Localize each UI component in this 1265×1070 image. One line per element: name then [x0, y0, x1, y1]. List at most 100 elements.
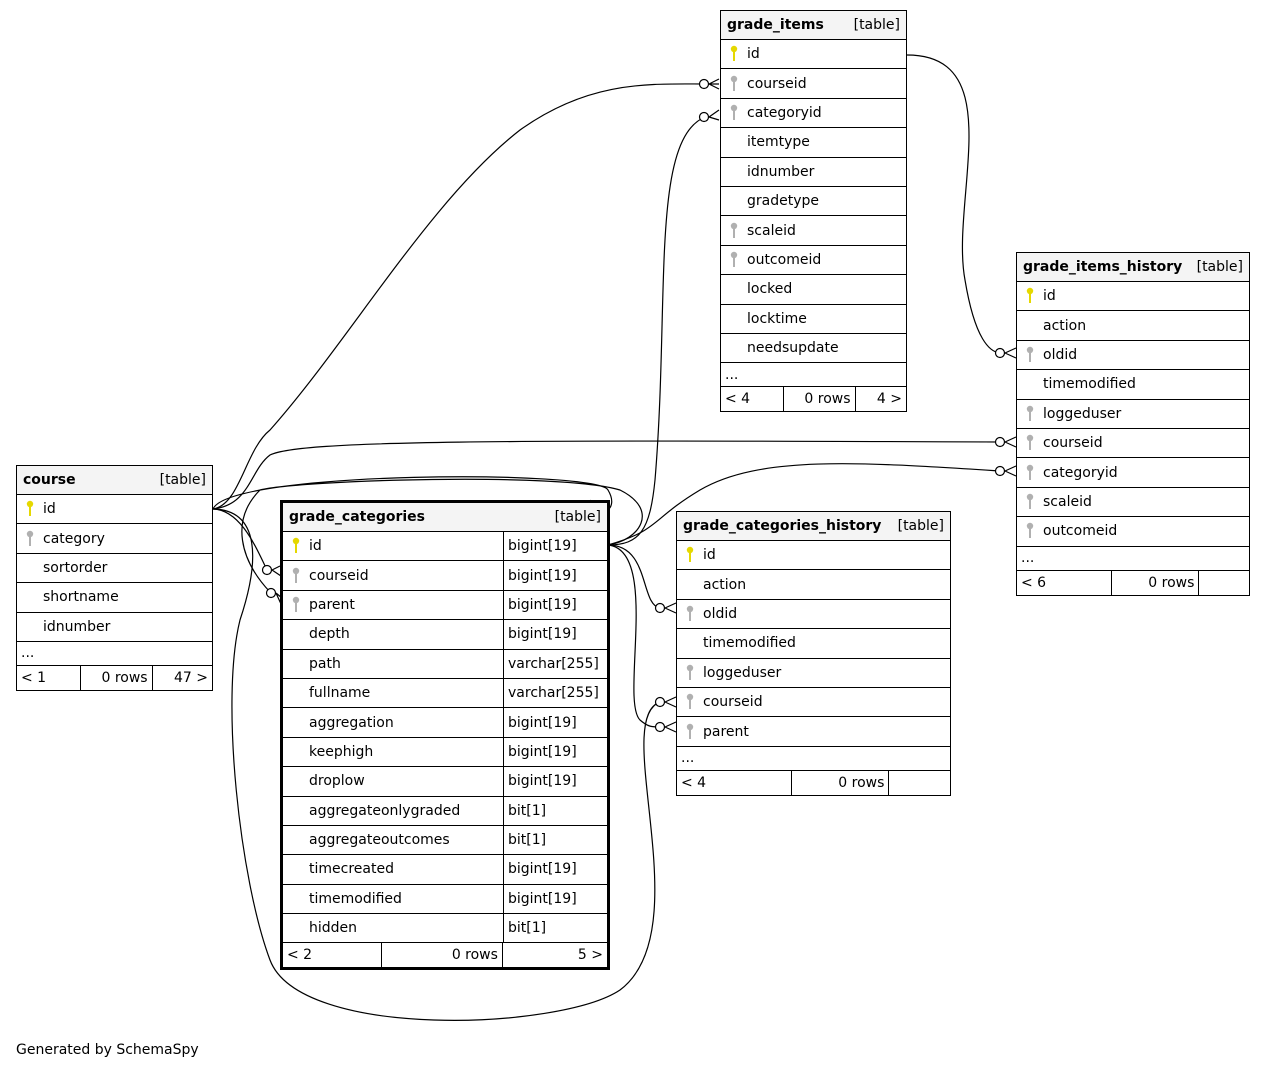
foreign-key-icon — [1026, 405, 1034, 421]
table-header[interactable]: grade_items_history [table] — [1017, 253, 1249, 282]
column-row[interactable]: courseid — [721, 69, 906, 99]
column-name: courseid — [1043, 435, 1103, 452]
key-cell — [283, 535, 309, 557]
column-row[interactable]: category — [17, 524, 212, 554]
edge-gc-gch-parent — [607, 544, 661, 728]
parents-link[interactable]: < 6 — [1017, 570, 1113, 595]
column-row[interactable]: loggeduser — [1017, 400, 1249, 429]
column-row[interactable]: id — [677, 541, 950, 571]
column-row[interactable]: scaleid — [1017, 488, 1249, 518]
column-row[interactable]: gradetype — [721, 187, 906, 217]
foreign-key-icon — [26, 530, 34, 546]
column-type: varchar[255] — [503, 678, 607, 708]
more-columns[interactable]: ... — [17, 642, 212, 666]
column-row[interactable]: oldid — [677, 600, 950, 630]
column-type: bigint[19] — [503, 620, 607, 649]
table-header[interactable]: grade_categories_history [table] — [677, 512, 950, 541]
column-row[interactable]: action — [677, 570, 950, 600]
column-row[interactable]: locked — [721, 275, 906, 305]
table-header[interactable]: grade_categories [table] — [283, 503, 607, 532]
column-row[interactable]: idnumber — [17, 613, 212, 642]
foreign-key-icon — [686, 723, 694, 739]
column-row[interactable]: categoryid — [721, 99, 906, 129]
column-row[interactable]: itemtype — [721, 128, 906, 158]
column-row[interactable]: id — [721, 40, 906, 70]
column-type: bit[1] — [503, 796, 607, 825]
children-link[interactable]: 4 > — [876, 391, 902, 408]
more-columns[interactable]: ... — [721, 363, 906, 388]
children-link[interactable] — [889, 771, 950, 795]
column-row[interactable]: timemodified — [1017, 370, 1249, 400]
column-row[interactable]: categoryid — [1017, 458, 1249, 488]
column-type: bigint[19] — [503, 561, 607, 590]
key-cell — [283, 594, 309, 616]
column-name: locked — [747, 281, 793, 298]
column-row[interactable]: id — [17, 495, 212, 525]
column-row[interactable]: parent — [677, 717, 950, 747]
column-name: timecreated — [309, 861, 394, 878]
column-name: aggregation — [309, 714, 394, 731]
column-row[interactable]: id — [1017, 282, 1249, 312]
foreign-key-icon — [1026, 434, 1034, 451]
primary-key-icon — [292, 537, 300, 554]
column-row[interactable]: outcomeid — [721, 246, 906, 276]
children-link[interactable] — [1199, 571, 1249, 595]
more-columns[interactable]: ... — [1017, 547, 1249, 571]
column-row[interactable]: needsupdate — [721, 334, 906, 364]
column-row[interactable]: courseid — [1017, 429, 1249, 459]
column-type: varchar[255] — [503, 649, 607, 678]
parents-link[interactable]: < 4 — [677, 770, 793, 795]
table-header[interactable]: course [table] — [17, 466, 212, 495]
column-row[interactable]: sortorder — [17, 554, 212, 584]
parents-link[interactable]: < 2 — [283, 943, 383, 968]
table-grade-categories-history[interactable]: grade_categories_history [table] id actio… — [676, 511, 951, 796]
parents-link[interactable]: < 4 — [721, 387, 785, 412]
more-columns[interactable]: ... — [677, 747, 950, 771]
foreign-key-icon — [730, 222, 738, 238]
column-row[interactable]: locktime — [721, 305, 906, 334]
column-row[interactable]: timemodified — [677, 629, 950, 659]
table-header[interactable]: grade_items [table] — [721, 11, 906, 40]
column-row[interactable]: scaleid — [721, 216, 906, 246]
column-row[interactable]: loggeduser — [677, 659, 950, 688]
key-cell — [283, 565, 309, 587]
column-name: action — [703, 576, 747, 593]
column-name: id — [309, 538, 322, 555]
column-name: locktime — [747, 310, 807, 327]
column-row[interactable]: idnumber — [721, 158, 906, 187]
column-name: droplow — [309, 773, 365, 790]
column-type: bit[1] — [503, 914, 607, 943]
column-row[interactable]: action — [1017, 311, 1249, 341]
column-row[interactable]: shortname — [17, 583, 212, 613]
parents-link[interactable]: < 1 — [17, 665, 82, 690]
column-name: parent — [703, 723, 749, 740]
children-link[interactable]: 5 > — [577, 947, 603, 964]
column-row[interactable]: outcomeid — [1017, 517, 1249, 547]
primary-key-icon — [26, 500, 34, 517]
column-row[interactable]: oldid — [1017, 341, 1249, 371]
children-link[interactable]: 47 > — [174, 669, 208, 686]
column-name: id — [703, 547, 716, 564]
foreign-key-icon — [1026, 493, 1034, 509]
column-row[interactable]: courseid — [677, 688, 950, 718]
